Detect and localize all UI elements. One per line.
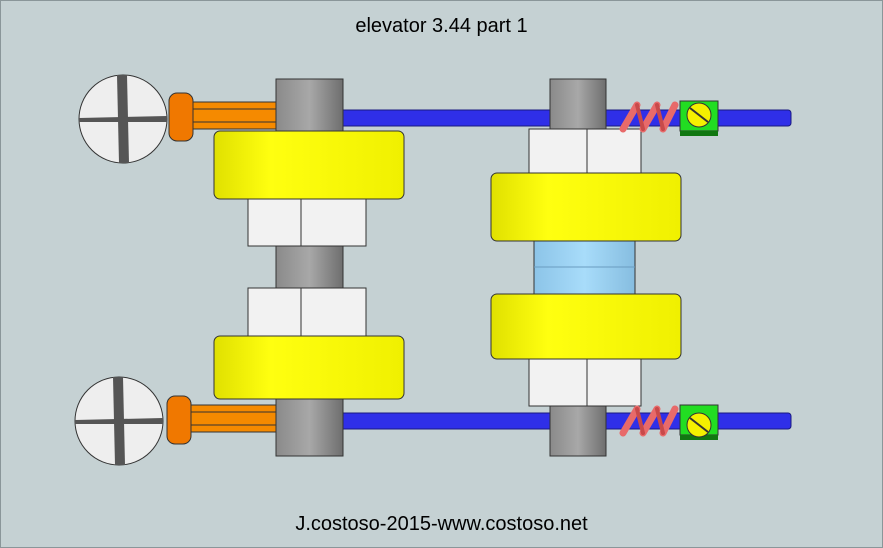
bottom-clamp-block[interactable]: [679, 404, 719, 440]
bottom-spring: [619, 405, 679, 437]
bottom-knob[interactable]: [74, 376, 164, 466]
right-bottom-ring: [490, 293, 682, 360]
top-knob[interactable]: [78, 74, 168, 164]
diagram-title: elevator 3.44 part 1: [355, 15, 528, 37]
top-clamp-block[interactable]: [679, 100, 719, 136]
right-top-ring: [490, 172, 682, 242]
bottom-shaft: [166, 395, 278, 445]
credit-footer: J.costoso-2015-www.costoso.net: [295, 513, 588, 535]
left-bottom-ring: [213, 335, 405, 400]
left-top-ring: [213, 130, 405, 200]
left-column: [213, 78, 405, 457]
right-column: [490, 78, 682, 457]
top-spring: [619, 101, 679, 133]
top-shaft: [168, 92, 278, 142]
